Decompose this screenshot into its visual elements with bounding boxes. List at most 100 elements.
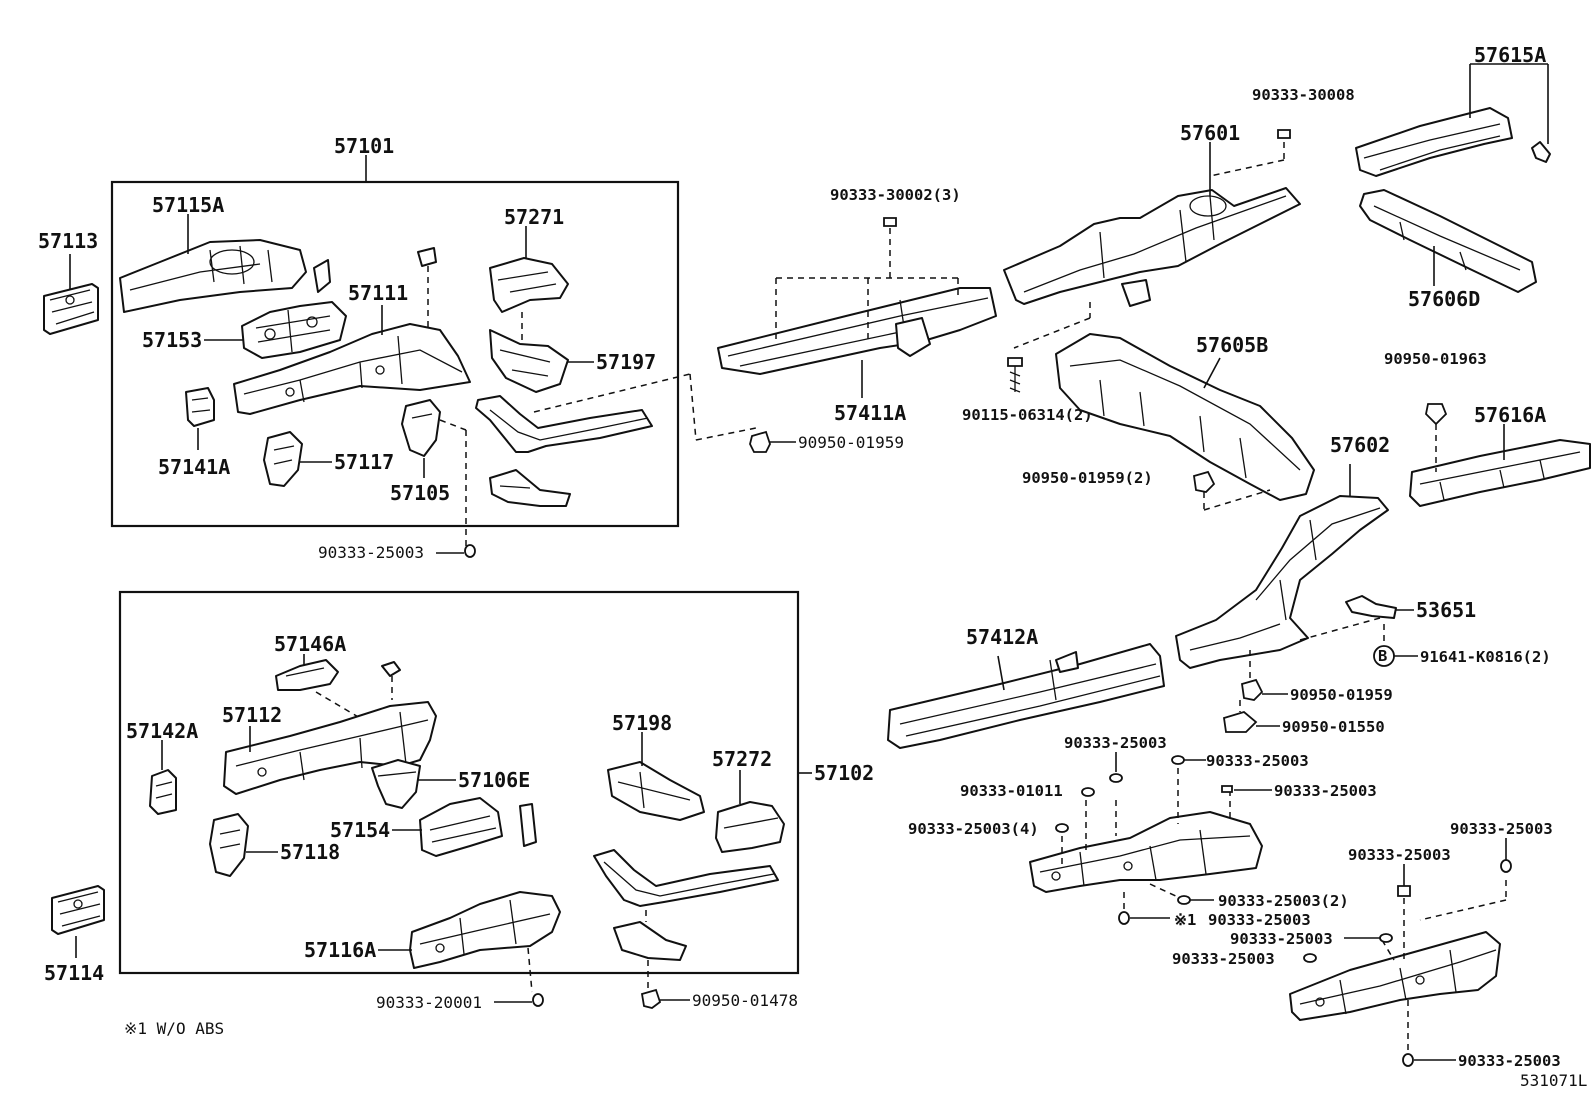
part-label-57146A: 57146A — [274, 632, 346, 656]
part-57113[interactable]: 57113 — [38, 229, 99, 335]
fastener-90950-01959-b[interactable]: 90950-01959 — [1240, 650, 1393, 704]
part-label-57105: 57105 — [390, 481, 450, 505]
part-57272[interactable]: 57272 — [712, 747, 785, 853]
part-rear-frame-upper[interactable] — [1029, 768, 1263, 912]
fastener-90950-01963[interactable]: 90950-01963 — [1384, 350, 1487, 472]
part-57102-clip[interactable] — [381, 661, 401, 700]
part-57271[interactable]: 57271 — [489, 205, 569, 340]
part-57102-post[interactable] — [519, 803, 537, 847]
fastener-90950-01478[interactable]: 90950-01478 — [640, 988, 798, 1010]
part-57141A[interactable]: 57141A — [158, 387, 230, 479]
fastener-90333-25003-2[interactable]: 90333-25003(2) — [1177, 892, 1349, 910]
part-label-57141A: 57141A — [158, 455, 230, 479]
fastener-90333-30002[interactable]: 90333-30002(3) — [830, 186, 961, 278]
fastener-label: 90950-01550 — [1282, 718, 1385, 736]
part-label-57114: 57114 — [44, 961, 104, 985]
group-label-57102: 57102 — [814, 761, 874, 785]
part-label-57601: 57601 — [1180, 121, 1240, 145]
fastener-label: 90333-25003 — [1172, 950, 1275, 968]
part-57106E[interactable]: 57106E — [371, 759, 530, 809]
part-label-57272: 57272 — [712, 747, 772, 771]
fastener-90333-25003-e[interactable]: ※1 90333-25003 — [1118, 911, 1311, 929]
fastener-label: 90333-25003 — [1274, 782, 1377, 800]
part-57115A[interactable]: 57115A — [119, 193, 307, 313]
part-57142A[interactable]: 57142A — [126, 719, 198, 815]
part-label-57411A: 57411A — [834, 401, 906, 425]
fastener-label: 90950-01959(2) — [1022, 469, 1153, 487]
part-label-57118: 57118 — [280, 840, 340, 864]
part-57411A[interactable]: 57411A — [689, 277, 997, 441]
part-label-57116A: 57116A — [304, 938, 376, 962]
part-57606D[interactable]: 57606D — [1359, 189, 1537, 311]
fastener-label: 90333-25003(2) — [1218, 892, 1349, 910]
part-57601[interactable]: 57601 — [1003, 121, 1301, 349]
part-floor-rail-lower[interactable] — [593, 849, 779, 907]
part-label-57115A: 57115A — [152, 193, 224, 217]
part-57197[interactable]: 57197 — [489, 329, 656, 393]
part-57105[interactable]: 57105 — [390, 399, 467, 550]
group-57101: 57101 — [110, 134, 680, 528]
part-57111[interactable]: 57111 — [233, 247, 471, 415]
footnote: ※1 W/O ABS — [124, 1019, 224, 1038]
part-label-57605B: 57605B — [1196, 333, 1268, 357]
fastener-90333-25003-g[interactable]: 90333-25003 — [1172, 950, 1317, 968]
part-57117[interactable]: 57117 — [263, 431, 394, 487]
fastener-90333-25003-f[interactable]: 90333-25003 — [1230, 930, 1393, 948]
part-57602[interactable]: 57602 — [1175, 433, 1390, 669]
part-label-57113: 57113 — [38, 229, 98, 253]
fastener-label: 90333-25003 — [1230, 930, 1333, 948]
part-57153[interactable]: 57153 — [142, 301, 347, 359]
fastener-label: 90333-25003 — [318, 543, 424, 562]
part-57198[interactable]: 57198 — [607, 711, 705, 821]
fastener-90333-20001[interactable]: 90333-20001 — [376, 993, 544, 1012]
fastener-90333-25003-a[interactable]: 90333-25003 — [318, 543, 476, 562]
fastener-90950-01550[interactable]: 90950-01550 — [1222, 700, 1385, 736]
part-label-57117: 57117 — [334, 450, 394, 474]
part-label-53651: 53651 — [1416, 598, 1476, 622]
part-label-57153: 57153 — [142, 328, 202, 352]
part-57146A[interactable]: 57146A — [274, 632, 361, 719]
star1-marker: ※1 — [1174, 911, 1196, 929]
part-57112[interactable]: 57112 — [222, 701, 437, 795]
part-label-57616A: 57616A — [1474, 403, 1546, 427]
fastener-label: 90115-06314(2) — [962, 406, 1093, 424]
fastener-91641-K0816[interactable]: B 91641-K0816(2) — [1373, 624, 1551, 667]
fastener-90950-01959-a[interactable]: 90950-01959 — [749, 430, 904, 453]
fastener-90333-01011[interactable]: 90333-01011 — [960, 782, 1095, 800]
fastener-label: 91641-K0816(2) — [1420, 648, 1551, 666]
part-rear-frame-lower[interactable] — [1289, 880, 1507, 1054]
fastener-90333-25003-b[interactable]: 90333-25003 — [1064, 734, 1167, 783]
part-57605B[interactable]: 57605B — [1055, 333, 1315, 511]
fastener-90333-25003-4[interactable]: 90333-25003(4) — [908, 820, 1069, 838]
fastener-label: 90333-30008 — [1252, 86, 1355, 104]
part-53651[interactable]: 53651 — [1345, 595, 1476, 622]
fastener-90950-01959-2[interactable]: 90950-01959(2) — [1022, 469, 1216, 510]
part-57615A[interactable]: 57615A — [1355, 43, 1551, 177]
drawing-code: 531071L — [1520, 1071, 1587, 1090]
fastener-label: 90333-25003 — [1064, 734, 1167, 752]
fastener-90333-30008[interactable]: 90333-30008 — [1252, 86, 1355, 139]
part-57154[interactable]: 57154 — [330, 797, 503, 857]
part-57118[interactable]: 57118 — [209, 813, 340, 877]
fastener-90333-25003-i[interactable]: 90333-25003 — [1450, 820, 1553, 873]
fastener-label: 90333-25003 — [1206, 752, 1309, 770]
fastener-90333-25003-h[interactable]: 90333-25003 — [1348, 846, 1451, 897]
fastener-label: 90333-25003(4) — [908, 820, 1039, 838]
part-label-57271: 57271 — [504, 205, 564, 229]
part-57412A[interactable]: 57412A — [887, 625, 1165, 749]
part-floor-bracket[interactable] — [489, 469, 571, 507]
part-57616A[interactable]: 57616A — [1409, 403, 1591, 507]
fastener-90333-25003-c[interactable]: 90333-25003 — [1171, 752, 1309, 770]
fastener-label: 90950-01959 — [1290, 686, 1393, 704]
part-57115A-bracket[interactable] — [313, 259, 331, 293]
part-57116A[interactable]: 57116A — [304, 891, 561, 993]
part-label-57198: 57198 — [612, 711, 672, 735]
part-57114[interactable]: 57114 — [44, 885, 105, 985]
fastener-90333-25003-j[interactable]: 90333-25003 — [1402, 1052, 1561, 1070]
fastener-90333-25003-d[interactable]: 90333-25003 — [1221, 782, 1377, 800]
part-label-57106E: 57106E — [458, 768, 530, 792]
fastener-90115-06314[interactable]: 90115-06314(2) — [962, 357, 1093, 424]
part-floor-rail-upper[interactable] — [475, 373, 691, 453]
part-floor-bracket-lower[interactable] — [613, 910, 687, 990]
